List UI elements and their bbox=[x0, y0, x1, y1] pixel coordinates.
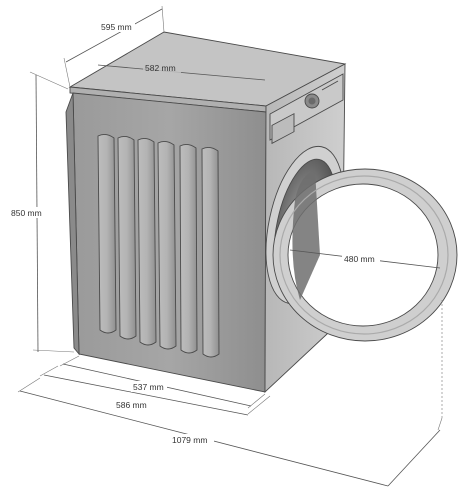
door-diameter-label: 480 mm bbox=[344, 254, 375, 264]
base-depth-outer-dimension-line bbox=[43, 374, 249, 416]
side-back-edge bbox=[65, 92, 80, 356]
top-width-label: 582 mm bbox=[145, 63, 176, 73]
dimension-labels: 595 mm 582 mm 850 mm 480 mm 537 mm 586 m… bbox=[9, 21, 380, 445]
depth-door-open-label: 1079 mm bbox=[172, 435, 207, 445]
base-depth-inner-label: 537 mm bbox=[133, 382, 164, 392]
side-rib bbox=[117, 135, 137, 340]
side-rib bbox=[201, 146, 220, 358]
door-ring-groove bbox=[279, 175, 449, 335]
top-depth-label: 595 mm bbox=[101, 22, 132, 32]
drum-through-door bbox=[292, 170, 320, 300]
side-rib bbox=[179, 143, 198, 354]
top-depth-dimension-line bbox=[65, 8, 163, 63]
detergent-drawer bbox=[271, 112, 295, 145]
top-width-dimension-line bbox=[97, 64, 266, 81]
height-label: 850 mm bbox=[11, 208, 42, 218]
program-dial-center bbox=[308, 97, 316, 105]
side-rib bbox=[137, 137, 157, 346]
side-rib bbox=[97, 133, 117, 334]
display-line bbox=[321, 80, 339, 91]
side-ribs bbox=[97, 133, 220, 358]
base-depth-outer-label: 586 mm bbox=[116, 400, 147, 410]
washing-machine bbox=[65, 31, 458, 394]
side-rib bbox=[157, 140, 177, 350]
